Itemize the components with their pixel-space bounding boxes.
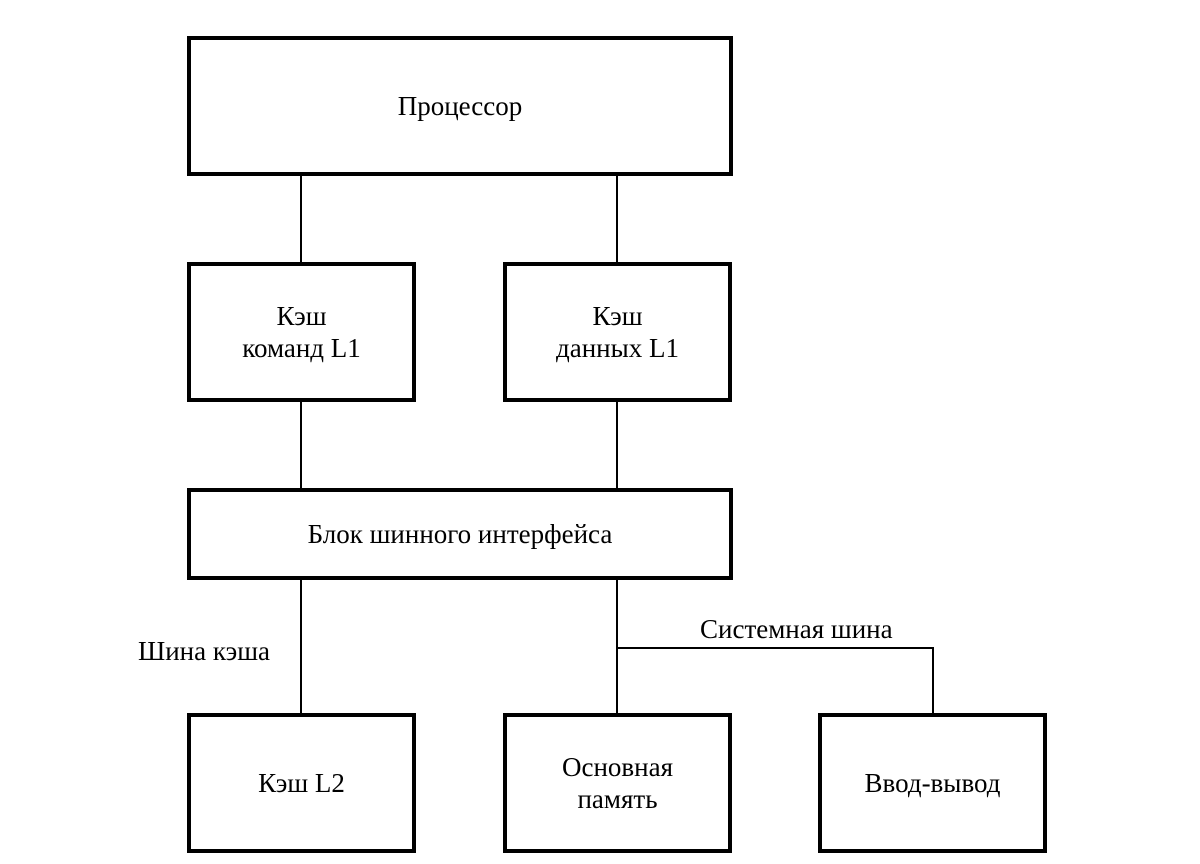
l1-data-cache-block: Кэш данных L1 <box>503 262 732 402</box>
l1-data-cache-label: Кэш данных L1 <box>555 301 679 363</box>
l2-cache-block: Кэш L2 <box>187 713 416 853</box>
system-bus-line-vertical <box>616 578 618 715</box>
connector-l1-data-bus-interface <box>616 400 618 490</box>
system-bus-line-io <box>932 647 934 715</box>
connector-processor-l1-instr <box>300 174 302 264</box>
system-bus-label: Системная шина <box>700 614 893 644</box>
bus-interface-block: Блок шинного интерфейса <box>187 488 733 580</box>
l1-instruction-cache-block: Кэш команд L1 <box>187 262 416 402</box>
main-memory-block: Основная память <box>503 713 732 853</box>
processor-block: Процессор <box>187 36 733 176</box>
cache-bus-line <box>300 578 302 715</box>
connector-l1-instr-bus-interface <box>300 400 302 490</box>
io-block: Ввод-вывод <box>818 713 1047 853</box>
l2-cache-label: Кэш L2 <box>258 768 345 798</box>
processor-label: Процессор <box>397 91 523 121</box>
connector-processor-l1-data <box>616 174 618 264</box>
io-label: Ввод-вывод <box>864 768 1001 798</box>
l1-instruction-cache-label: Кэш команд L1 <box>242 301 361 363</box>
bus-interface-label: Блок шинного интерфейса <box>307 519 613 549</box>
cache-bus-label: Шина кэша <box>138 636 270 666</box>
main-memory-label: Основная память <box>561 752 674 814</box>
system-bus-line-horizontal <box>616 647 934 649</box>
